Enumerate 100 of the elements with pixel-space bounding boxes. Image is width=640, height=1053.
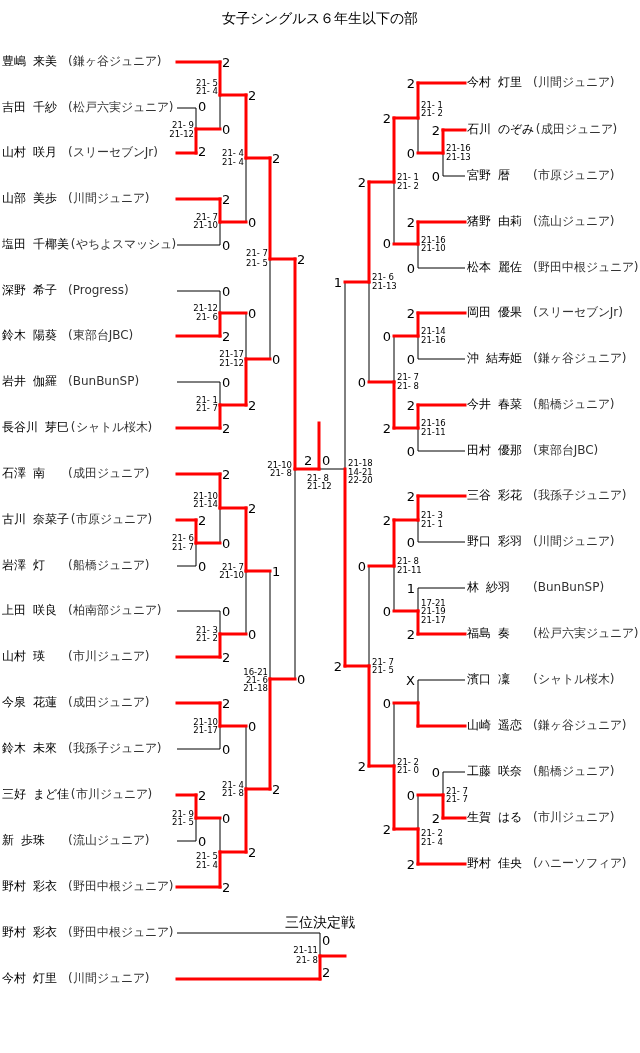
set-score: 21-18 <box>348 458 373 468</box>
player-name: 野口 彩羽 <box>467 532 523 550</box>
club-name: (我孫子ジュニア) <box>533 486 627 504</box>
set-score: 21- 5 <box>246 258 268 268</box>
club-name: (鎌ヶ谷ジュニア) <box>533 349 627 367</box>
game-score: 2 <box>198 788 207 802</box>
club-name: (シャトル桜木) <box>533 670 615 688</box>
player-name: 新 歩珠 <box>2 831 46 849</box>
set-score: 21- 5 <box>196 851 218 861</box>
club-name: (野田中根ジュニア) <box>68 877 174 895</box>
player-name: 猪野 由莉 <box>467 212 523 230</box>
game-score: 2 <box>222 192 231 206</box>
set-score: 21-16 <box>421 335 446 345</box>
game-score: 0 <box>198 99 207 113</box>
game-score: 0 <box>297 672 306 686</box>
game-score: 2 <box>382 421 391 435</box>
set-score: 21- 2 <box>196 633 218 643</box>
set-score: 21- 8 <box>397 381 419 391</box>
set-score: 21- 3 <box>196 625 218 635</box>
game-score: 0 <box>248 719 257 733</box>
player-name: 塩田 千椰美 <box>2 235 69 253</box>
set-score: 21- 5 <box>172 817 194 827</box>
club-name: (流山ジュニア) <box>533 212 615 230</box>
set-score: 21-16 <box>421 418 446 428</box>
game-score: 2 <box>222 467 231 481</box>
game-score: 0 <box>357 375 366 389</box>
game-score: 0 <box>431 765 440 779</box>
player-name: 野村 彩衣 <box>2 923 58 941</box>
game-score: 0 <box>406 146 415 160</box>
game-score: 0 <box>382 604 391 618</box>
player-name: 長谷川 芽巳 <box>2 418 69 436</box>
player-name: 石川 のぞみ <box>467 120 534 138</box>
club-name: (Progress) <box>68 283 129 297</box>
player-name: 宮野 暦 <box>467 166 511 184</box>
game-score: 2 <box>431 811 440 825</box>
game-score: 2 <box>431 123 440 137</box>
club-name: (やちよスマッシュ) <box>70 235 177 253</box>
set-score: 21- 1 <box>421 100 443 110</box>
player-name: 豊嶋 来美 <box>2 52 58 70</box>
set-score: 21- 1 <box>421 519 443 529</box>
game-score: 0 <box>406 535 415 549</box>
player-name: 深野 希子 <box>2 281 58 299</box>
set-score: 21- 6 <box>372 272 394 282</box>
game-score: 0 <box>406 444 415 458</box>
set-score: 21-17 <box>193 725 218 735</box>
player-name: 野村 彩衣 <box>2 877 58 895</box>
game-score: 0 <box>198 834 207 848</box>
set-score: 21- 8 <box>307 473 329 483</box>
game-score: 2 <box>222 650 231 664</box>
game-score: 0 <box>431 169 440 183</box>
player-name: 三谷 彩花 <box>467 486 523 504</box>
set-score: 21-14 <box>421 326 446 336</box>
set-score: 21-14 <box>193 499 218 509</box>
player-name: 岡田 優果 <box>467 303 523 321</box>
player-name: 鈴木 陽葵 <box>2 326 58 344</box>
set-score: 21-10 <box>193 220 218 230</box>
game-score: 2 <box>304 453 313 467</box>
club-name: (野田中根ジュニア) <box>68 923 174 941</box>
player-name: 岩井 伽羅 <box>2 372 58 390</box>
game-score: 0 <box>382 236 391 250</box>
club-name: (川間ジュニア) <box>533 73 615 91</box>
set-score: 21-12 <box>307 481 332 491</box>
game-score: 0 <box>198 559 207 573</box>
set-score: 21- 7 <box>196 212 218 222</box>
game-score: 2 <box>248 398 257 412</box>
set-score: 21-12 <box>219 358 244 368</box>
game-score: 2 <box>382 513 391 527</box>
club-name: (川間ジュニア) <box>68 969 150 987</box>
player-name: 上田 咲良 <box>2 601 58 619</box>
set-score: 21- 5 <box>196 78 218 88</box>
game-score: 2 <box>248 501 257 515</box>
set-score: 21- 2 <box>421 828 443 838</box>
set-score: 21- 8 <box>270 468 292 478</box>
set-score: 21-11 <box>397 565 422 575</box>
set-score: 21- 2 <box>421 108 443 118</box>
club-name: (船橋ジュニア) <box>68 556 150 574</box>
game-score: 0 <box>222 122 231 136</box>
club-name: (鎌ヶ谷ジュニア) <box>533 716 627 734</box>
club-name: (船橋ジュニア) <box>533 395 615 413</box>
player-name: 山村 瑛 <box>2 647 46 665</box>
set-score: 21- 9 <box>172 809 194 819</box>
set-score: 16-21 <box>243 667 268 677</box>
set-score: 21- 7 <box>372 657 394 667</box>
game-score: 0 <box>406 261 415 275</box>
set-score: 21- 4 <box>222 148 244 158</box>
set-score: 21- 8 <box>222 788 244 798</box>
set-score: 21-16 <box>421 235 446 245</box>
set-score: 21-13 <box>372 281 397 291</box>
player-name: 山崎 遥恋 <box>467 716 523 734</box>
game-score: 2 <box>198 513 207 527</box>
set-score: 21- 4 <box>222 780 244 790</box>
set-score: 21-10 <box>267 460 292 470</box>
club-name: (川間ジュニア) <box>68 189 150 207</box>
player-name: 野村 佳央 <box>467 854 523 872</box>
club-name: (流山ジュニア) <box>68 831 150 849</box>
set-score: 17-21 <box>421 598 446 608</box>
club-name: (柏南部ジュニア) <box>68 601 162 619</box>
game-score: 2 <box>222 696 231 710</box>
game-score: X <box>406 673 415 687</box>
game-score: 2 <box>406 215 415 229</box>
